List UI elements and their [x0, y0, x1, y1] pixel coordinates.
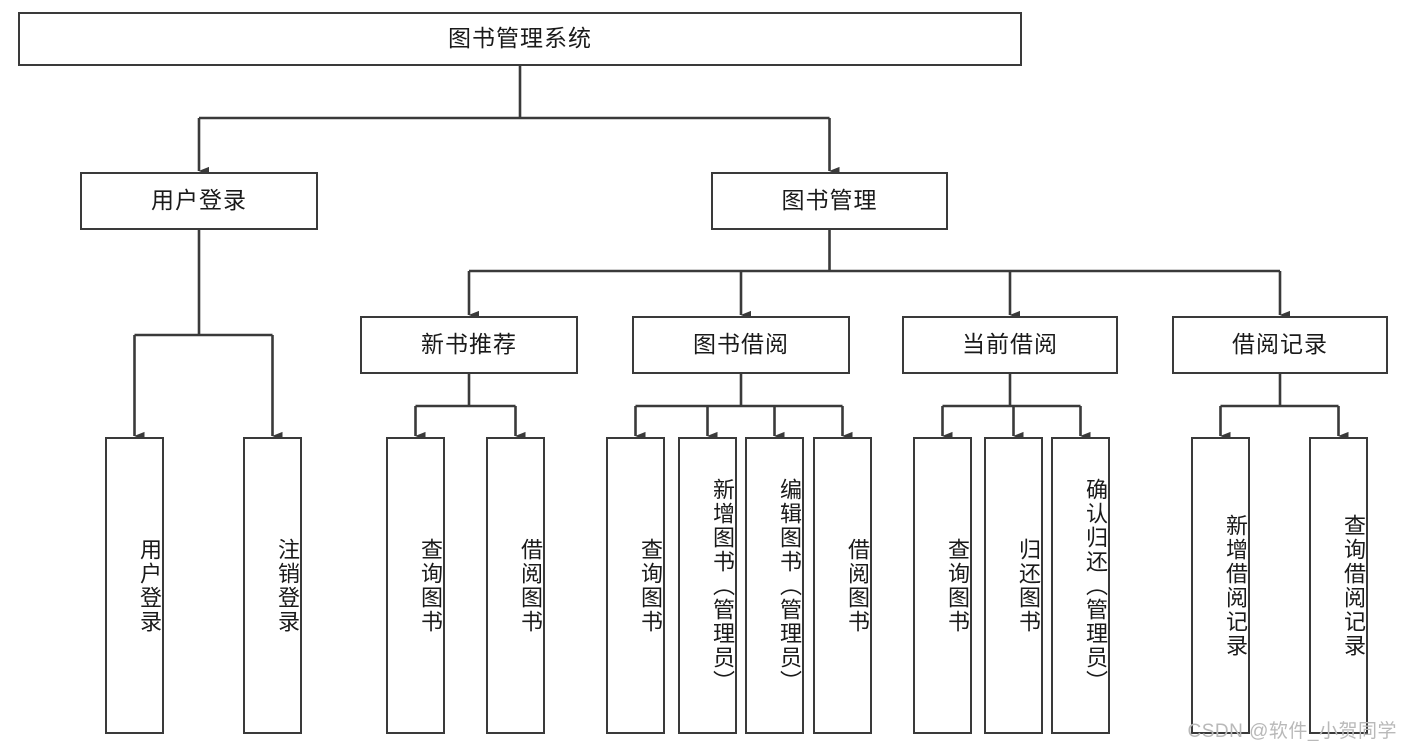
- node-label: 用户登录: [137, 537, 162, 634]
- node-leaf13[interactable]: 查询借阅记录: [1309, 437, 1368, 734]
- node-label: 图书管理系统: [448, 25, 592, 52]
- node-label: 确认归还（管理员）: [1083, 477, 1108, 694]
- node-label: 用户登录: [151, 187, 247, 214]
- node-borrow[interactable]: 图书借阅: [632, 316, 850, 374]
- node-label: 编辑图书（管理员）: [777, 477, 802, 694]
- node-leaf10[interactable]: 归还图书: [984, 437, 1043, 734]
- watermark-text: CSDN @软件_小贺同学: [1187, 721, 1397, 742]
- node-current[interactable]: 当前借阅: [902, 316, 1118, 374]
- node-leaf3[interactable]: 查询图书: [386, 437, 445, 734]
- node-label: 新增借阅记录: [1223, 513, 1248, 658]
- node-newbook[interactable]: 新书推荐: [360, 316, 578, 374]
- node-bookmgmt[interactable]: 图书管理: [711, 172, 948, 230]
- node-label: 查询图书: [638, 537, 663, 634]
- node-leaf7[interactable]: 编辑图书（管理员）: [745, 437, 804, 734]
- node-leaf6[interactable]: 新增图书（管理员）: [678, 437, 737, 734]
- node-label: 查询图书: [418, 537, 443, 634]
- node-login[interactable]: 用户登录: [80, 172, 318, 230]
- node-label: 新增图书（管理员）: [710, 477, 735, 694]
- node-label: 借阅记录: [1232, 331, 1328, 358]
- node-leaf11[interactable]: 确认归还（管理员）: [1051, 437, 1110, 734]
- node-label: 注销登录: [275, 537, 300, 634]
- node-label: 图书借阅: [693, 331, 789, 358]
- node-label: 查询图书: [945, 537, 970, 634]
- node-leaf8[interactable]: 借阅图书: [813, 437, 872, 734]
- node-label: 借阅图书: [845, 537, 870, 634]
- edges-group: [133, 66, 1349, 441]
- node-label: 图书管理: [781, 187, 878, 214]
- node-label: 新书推荐: [421, 331, 517, 358]
- node-leaf4[interactable]: 借阅图书: [486, 437, 545, 734]
- node-label: 当前借阅: [962, 331, 1058, 358]
- node-leaf9[interactable]: 查询图书: [913, 437, 972, 734]
- node-label: 借阅图书: [518, 537, 543, 634]
- node-label: 查询借阅记录: [1341, 513, 1366, 658]
- node-leaf2[interactable]: 注销登录: [243, 437, 302, 734]
- node-leaf12[interactable]: 新增借阅记录: [1191, 437, 1250, 734]
- node-leaf5[interactable]: 查询图书: [606, 437, 665, 734]
- node-leaf1[interactable]: 用户登录: [105, 437, 164, 734]
- node-label: 归还图书: [1016, 537, 1041, 634]
- node-root[interactable]: 图书管理系统: [18, 12, 1022, 66]
- node-records[interactable]: 借阅记录: [1172, 316, 1388, 374]
